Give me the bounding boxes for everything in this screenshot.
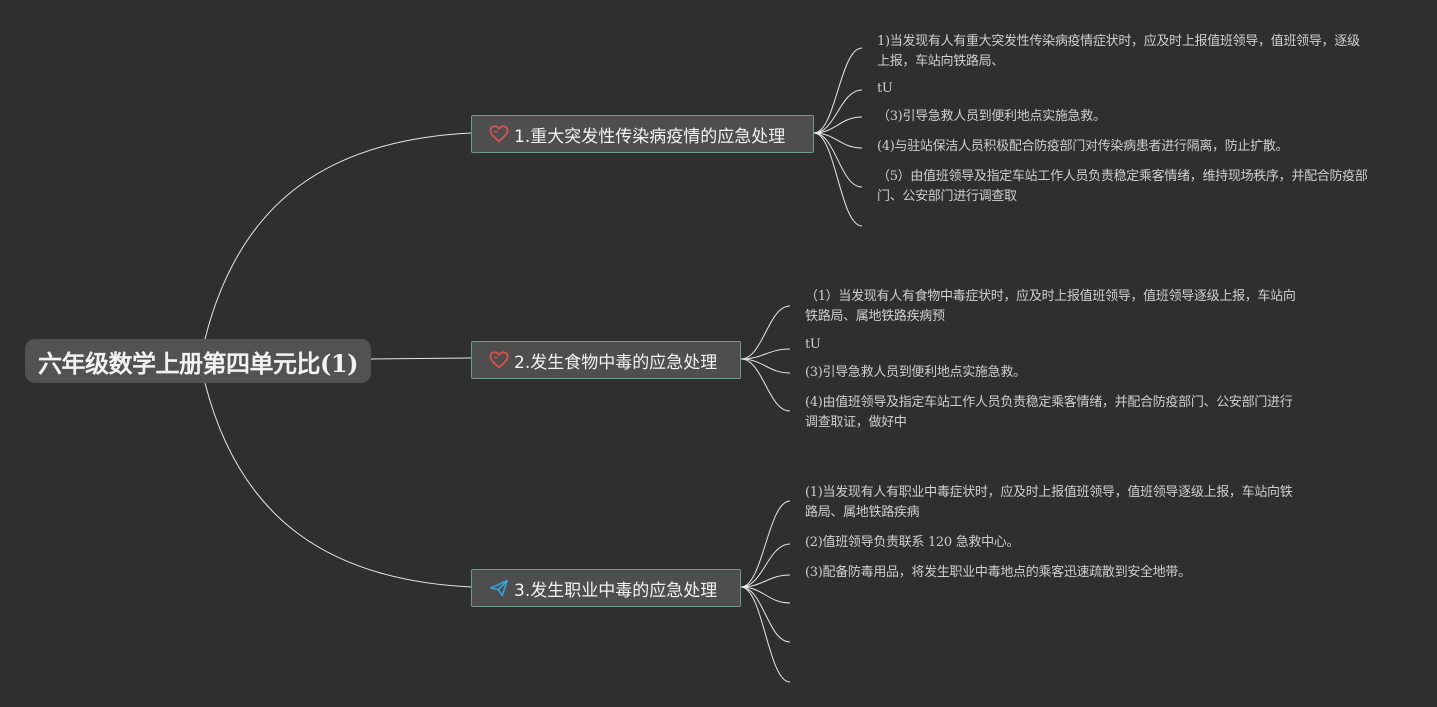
leaf-connector-line <box>740 358 791 374</box>
leaf-connector-line <box>740 358 791 412</box>
leaf-connector-line <box>740 543 791 588</box>
leaf-connector-line <box>740 348 791 360</box>
root-topic[interactable]: 六年级数学上册第四单元比(1) <box>25 339 371 383</box>
leaf-topic[interactable]: (4)与驻站保洁人员积极配合防疫部门对传染病患者进行隔离，防止扩散。 <box>877 139 1289 154</box>
leaf-topic[interactable]: (1)当发现有人有职业中毒症状时，应及时上报值班领导，值班领导逐级上报，车站向铁… <box>805 485 1293 520</box>
branch-topic-label: 3.发生职业中毒的应急处理 <box>514 580 718 601</box>
root-topic-label: 六年级数学上册第四单元比(1) <box>38 348 358 378</box>
leaf-topic[interactable]: 1)当发现有人有重大突发性传染病疫情症状时，应及时上报值班领导，值班领导，逐级上… <box>877 34 1360 69</box>
leaf-topic[interactable]: (4)由值班领导及指定车站工作人员负责稳定乘客情绪，并配合防疫部门、公安部门进行… <box>805 395 1293 430</box>
leaf-connector-line <box>813 47 863 134</box>
leaf-connector-line <box>813 132 863 227</box>
leaf-connector-line <box>813 89 863 134</box>
branch-topic-label: 2.发生食物中毒的应急处理 <box>514 352 718 373</box>
leaf-connector-line <box>740 305 791 360</box>
leaf-topic[interactable]: （3)引导急救人员到便利地点实施急救。 <box>877 109 1106 124</box>
leaf-connector-line <box>813 132 863 149</box>
leaf-topic[interactable]: (3)配备防毒用品，将发生职业中毒地点的乘客迅速疏散到安全地带。 <box>805 565 1191 580</box>
root-connector-line <box>370 357 472 360</box>
leaf-topic[interactable]: （1）当发现有人有食物中毒症状时，应及时上报值班领导，值班领导逐级上报，车站向铁… <box>805 289 1296 324</box>
heart-icon <box>488 124 510 144</box>
leaf-connector-line <box>740 500 791 588</box>
leaf-connector-line <box>740 574 791 588</box>
branch-topic-occupational-poisoning[interactable]: 3.发生职业中毒的应急处理 <box>471 569 741 607</box>
leaf-connector-line <box>740 586 791 683</box>
branch-topic-label: 1.重大突发性传染病疫情的应急处理 <box>514 126 786 147</box>
leaf-connector-line <box>813 116 863 134</box>
leaf-topic[interactable]: (2)值班领导负责联系 120 急救中心。 <box>805 535 1020 550</box>
leaf-connector-line <box>813 132 863 188</box>
leaf-topic[interactable]: tU <box>805 337 821 352</box>
paper-plane-icon <box>488 578 510 598</box>
root-connector-line <box>204 132 472 340</box>
heart-icon <box>488 350 510 370</box>
leaf-topic[interactable]: （5）由值班领导及指定车站工作人员负责稳定乘客情绪，维持现场秩序，并配合防疫部门… <box>877 169 1368 204</box>
root-connector-line <box>204 382 472 588</box>
branch-topic-food-poisoning[interactable]: 2.发生食物中毒的应急处理 <box>471 341 741 379</box>
leaf-topic[interactable]: tU <box>877 81 893 96</box>
branch-topic-infectious-disease[interactable]: 1.重大突发性传染病疫情的应急处理 <box>471 115 814 153</box>
leaf-connector-line <box>740 586 791 643</box>
leaf-topic[interactable]: (3)引导急救人员到便利地点实施急救。 <box>805 365 1026 380</box>
leaf-connector-line <box>740 586 791 604</box>
